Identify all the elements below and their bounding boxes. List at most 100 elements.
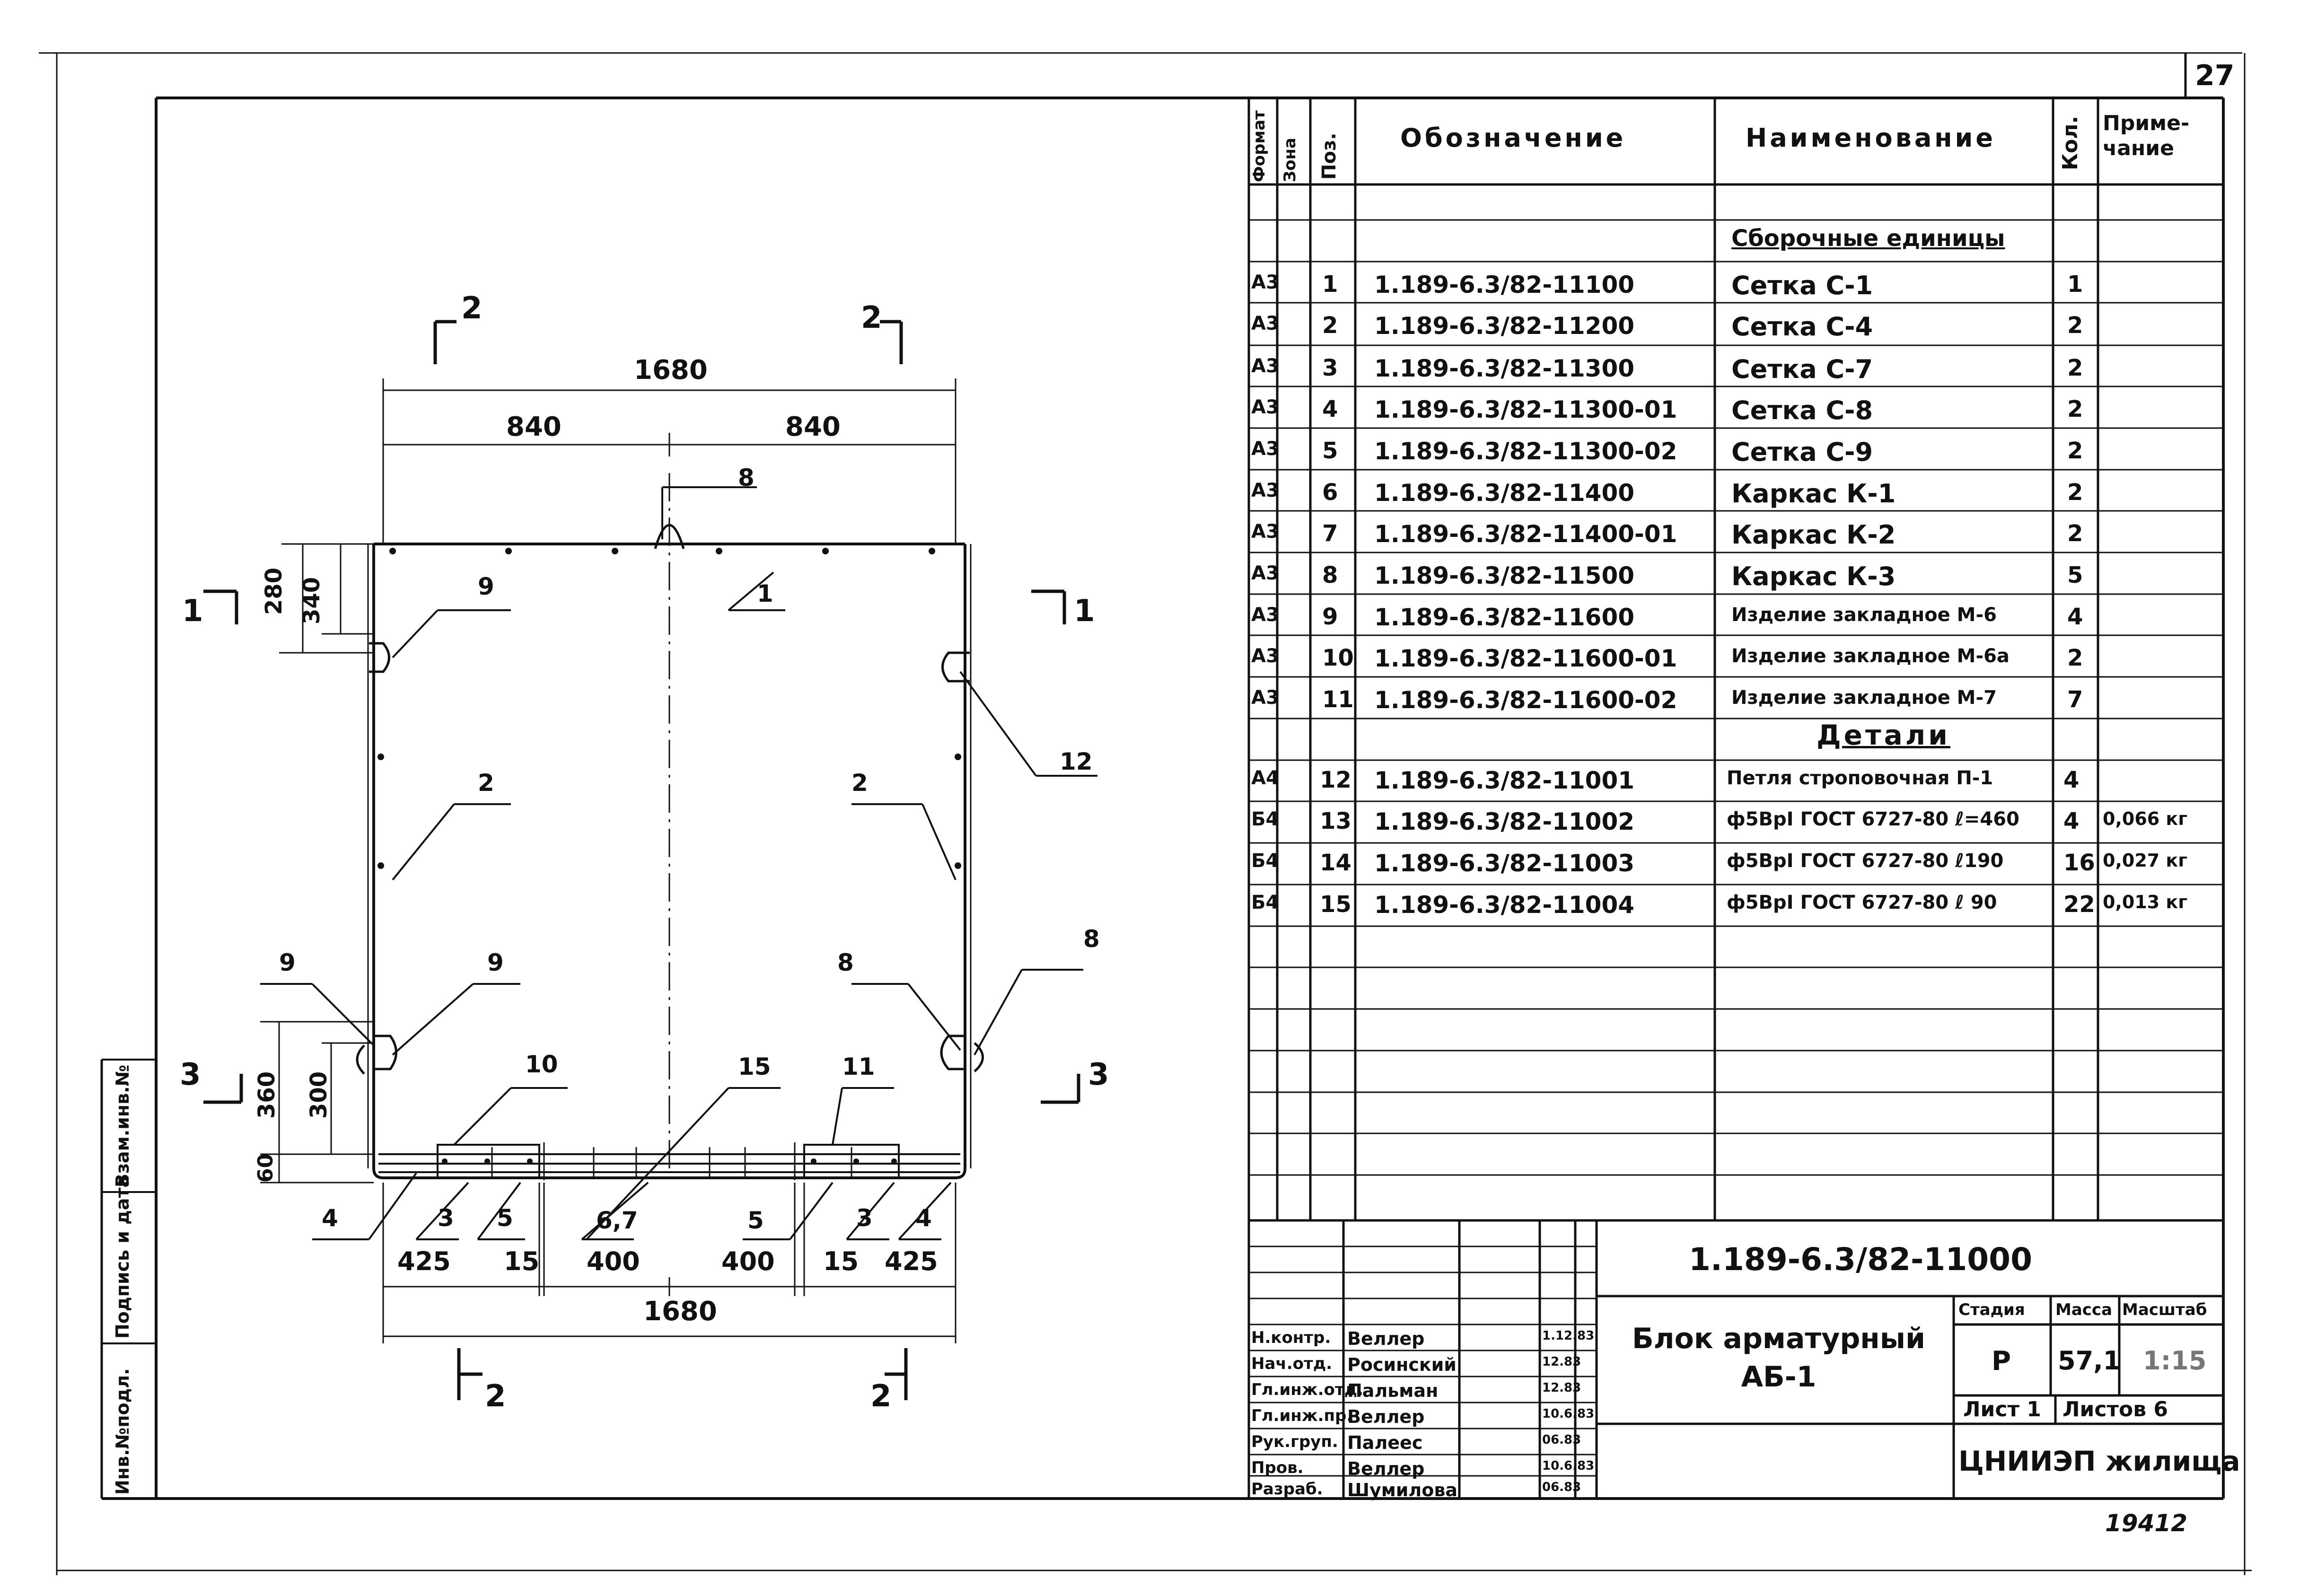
row-format: А3 bbox=[1251, 396, 1279, 418]
callout-label: 2 bbox=[851, 769, 868, 797]
approver-name: Веллер bbox=[1347, 1458, 1425, 1479]
approver-role: Гл.инж.отд. bbox=[1251, 1380, 1363, 1399]
detail-qty: 22 bbox=[2063, 891, 2095, 918]
callout-label: 12 bbox=[1060, 748, 1093, 775]
row-qty: 2 bbox=[2067, 645, 2083, 671]
detail-note: 0,013 кг bbox=[2103, 892, 2188, 912]
callout-label: 8 bbox=[837, 949, 854, 976]
row-pos: 8 bbox=[1322, 562, 1338, 588]
header-name: Наименование bbox=[1746, 123, 1996, 153]
row-pos: 1 bbox=[1322, 271, 1338, 298]
callout-label: 4 bbox=[915, 1204, 932, 1232]
header-zone: Зона bbox=[1281, 138, 1299, 182]
detail-qty: 16 bbox=[2063, 850, 2095, 876]
approver-role: Н.контр. bbox=[1251, 1328, 1331, 1347]
detail-name: ф5ВрI ГОСТ 6727-80 ℓ 90 bbox=[1727, 892, 1997, 913]
detail-name: ф5ВрI ГОСТ 6727-80 ℓ190 bbox=[1727, 850, 2004, 872]
detail-designation: 1.189-6.3/82-11004 bbox=[1374, 891, 1635, 919]
section-mark: 2 bbox=[870, 1379, 892, 1414]
section-mark: 1 bbox=[1074, 594, 1095, 629]
row-qty: 7 bbox=[2067, 686, 2083, 713]
row-designation: 1.189-6.3/82-11400-01 bbox=[1374, 520, 1677, 548]
callout-label: 8 bbox=[738, 464, 755, 491]
row-pos: 10 bbox=[1322, 645, 1354, 671]
detail-qty: 4 bbox=[2063, 808, 2080, 834]
row-qty: 2 bbox=[2067, 396, 2083, 422]
detail-format: Б4 bbox=[1251, 892, 1279, 913]
detail-pos: 14 bbox=[1320, 850, 1352, 876]
row-pos: 9 bbox=[1322, 604, 1338, 630]
row-name: Каркас К-3 bbox=[1731, 561, 1896, 591]
dim-top-total: 1680 bbox=[634, 355, 708, 386]
callout-label: 9 bbox=[279, 949, 296, 976]
row-designation: 1.189-6.3/82-11600-02 bbox=[1374, 686, 1677, 714]
row-designation: 1.189-6.3/82-11600 bbox=[1374, 604, 1635, 631]
row-name: Сетка С-9 bbox=[1731, 437, 1873, 467]
row-name: Изделие закладное М-7 bbox=[1731, 687, 1997, 709]
approver-name: Росинский bbox=[1347, 1354, 1457, 1375]
row-pos: 5 bbox=[1322, 438, 1338, 464]
callout-label: 3 bbox=[856, 1204, 873, 1232]
row-qty: 2 bbox=[2067, 438, 2083, 464]
row-designation: 1.189-6.3/82-11300 bbox=[1374, 355, 1635, 382]
row-qty: 4 bbox=[2067, 604, 2083, 630]
row-name: Изделие закладное М-6 bbox=[1731, 604, 1997, 626]
row-qty: 5 bbox=[2067, 562, 2083, 588]
row-designation: 1.189-6.3/82-11300-01 bbox=[1374, 396, 1677, 423]
row-format: А3 bbox=[1251, 562, 1279, 584]
approver-name: Палеес bbox=[1347, 1432, 1423, 1453]
margin-label-sign-date: Подпись и дата bbox=[112, 1175, 133, 1339]
dim-60: 60 bbox=[254, 1153, 278, 1183]
row-designation: 1.189-6.3/82-11200 bbox=[1374, 312, 1635, 340]
row-name: Каркас К-2 bbox=[1731, 520, 1896, 550]
callout-label: 2 bbox=[478, 769, 494, 797]
callout-label: 8 bbox=[1083, 925, 1100, 953]
detail-format: А4 bbox=[1251, 767, 1279, 789]
dim-bottom-part: 400 bbox=[587, 1246, 640, 1276]
callout-label: 5 bbox=[497, 1204, 513, 1232]
dim-340: 340 bbox=[298, 577, 325, 624]
dim-bottom-part: 15 bbox=[823, 1246, 859, 1276]
stage-value: Р bbox=[1992, 1346, 2011, 1377]
row-qty: 1 bbox=[2067, 271, 2083, 298]
detail-note: 0,066 кг bbox=[2103, 808, 2188, 829]
row-designation: 1.189-6.3/82-11600-01 bbox=[1374, 645, 1677, 672]
section-mark: 2 bbox=[461, 291, 483, 326]
row-designation: 1.189-6.3/82-11400 bbox=[1374, 479, 1635, 507]
detail-qty: 4 bbox=[2063, 767, 2080, 793]
callout-label: 9 bbox=[487, 949, 504, 976]
detail-designation: 1.189-6.3/82-11002 bbox=[1374, 808, 1635, 835]
detail-name: ф5ВрI ГОСТ 6727-80 ℓ=460 bbox=[1727, 808, 2019, 830]
approver-date: 12.83 bbox=[1542, 1381, 1581, 1395]
approver-name: Шумилова bbox=[1347, 1480, 1458, 1500]
row-format: А3 bbox=[1251, 355, 1279, 377]
section-mark: 3 bbox=[1088, 1057, 1109, 1092]
detail-format: Б4 bbox=[1251, 850, 1279, 872]
approver-role: Разраб. bbox=[1251, 1480, 1323, 1499]
row-qty: 2 bbox=[2067, 312, 2083, 339]
header-format: Формат bbox=[1250, 110, 1269, 182]
dim-top-left: 840 bbox=[506, 412, 562, 442]
section-assemblies: Сборочные единицы bbox=[1731, 225, 2005, 252]
row-format: А3 bbox=[1251, 438, 1279, 460]
margin-label-inv: Инв.№подл. bbox=[112, 1368, 133, 1495]
sheet-number: 27 bbox=[2195, 59, 2235, 92]
doc-title: Блок арматурный АБ-1 bbox=[1632, 1322, 1926, 1394]
approver-role: Гл.инж.пр. bbox=[1251, 1406, 1353, 1425]
header-qty: Кол. bbox=[2058, 115, 2082, 170]
callout-label: 9 bbox=[478, 573, 494, 600]
callout-label: 1 bbox=[757, 580, 773, 607]
row-format: А3 bbox=[1251, 521, 1279, 543]
row-name: Сетка С-7 bbox=[1731, 354, 1873, 384]
margin-label-replace: Взам.инв.№ bbox=[112, 1064, 133, 1187]
row-designation: 1.189-6.3/82-11100 bbox=[1374, 271, 1635, 298]
row-pos: 2 bbox=[1322, 312, 1338, 339]
callout-label: 4 bbox=[322, 1204, 338, 1232]
section-mark: 3 bbox=[180, 1057, 201, 1092]
row-designation: 1.189-6.3/82-11300-02 bbox=[1374, 438, 1677, 465]
dim-bottom-part: 400 bbox=[721, 1246, 775, 1276]
approver-role: Рук.груп. bbox=[1251, 1432, 1338, 1451]
row-name: Сетка С-1 bbox=[1731, 271, 1873, 300]
approver-date: 1.12.83 bbox=[1542, 1329, 1595, 1343]
dim-bottom-total: 1680 bbox=[643, 1296, 717, 1327]
